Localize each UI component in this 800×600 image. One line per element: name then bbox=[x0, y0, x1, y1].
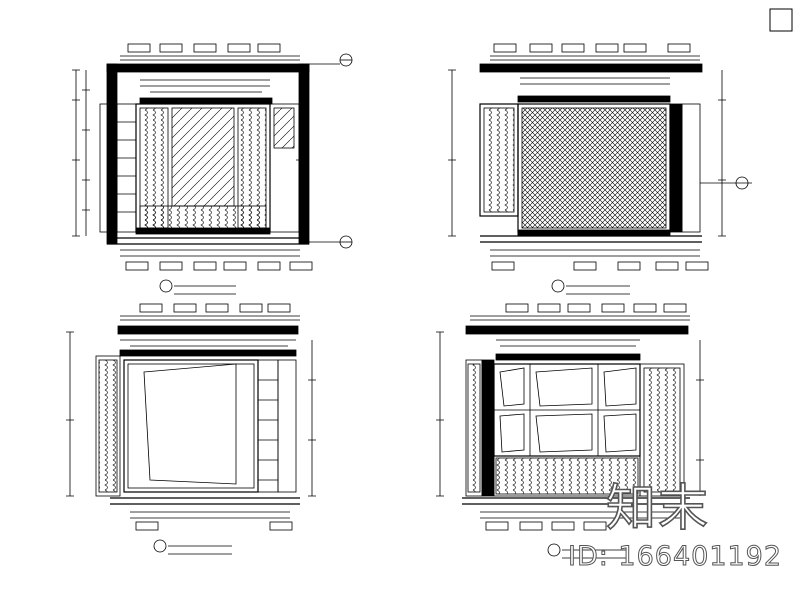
corner-box-icon bbox=[769, 8, 793, 32]
elevation-d-top-tags bbox=[470, 303, 690, 321]
watermark-id: ID: 166401192 bbox=[567, 541, 783, 573]
elevation-b bbox=[448, 43, 752, 295]
elevation-d bbox=[436, 303, 704, 559]
elevation-c bbox=[66, 303, 316, 555]
watermark-brand: 知末 bbox=[605, 478, 710, 538]
elevation-a-top-tags bbox=[120, 43, 300, 61]
elevation-a bbox=[72, 43, 353, 295]
elevation-c-top-tags bbox=[120, 303, 300, 321]
elevation-b-top-tags bbox=[490, 43, 700, 61]
